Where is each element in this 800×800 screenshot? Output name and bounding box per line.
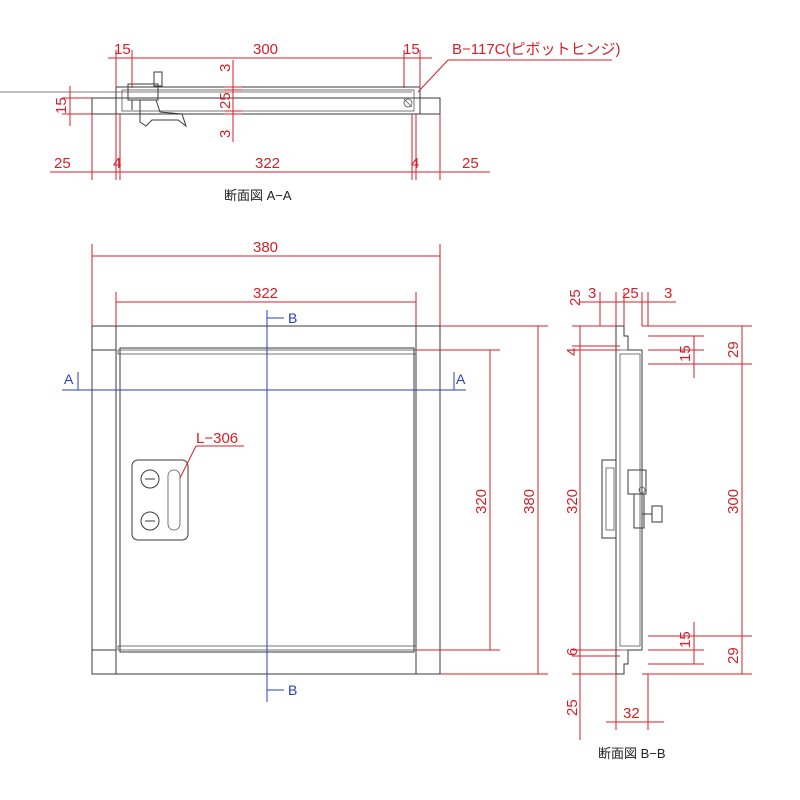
dim-aa-side: 15 (53, 97, 70, 114)
section-bb-title: 断面図 B−B (598, 746, 666, 761)
dim-bb-right-small-1: 15 (677, 345, 694, 362)
dim-bb-top-1: 25 (567, 289, 584, 306)
section-aa-title: 断面図 A−A (224, 188, 292, 203)
dim-aa-vert-1: 3 (217, 64, 234, 72)
dim-bb-right-outer-3: 29 (725, 647, 742, 664)
section-aa: 15 300 15 B−117C(ピボットヒンジ) 15 3 25 3 25 4… (0, 41, 621, 203)
dim-bb-top-3: 25 (622, 285, 639, 302)
dim-aa-bottom-1: 25 (54, 155, 71, 172)
dim-bb-left-1: 4 (564, 348, 581, 356)
dim-aa-bottom-5: 25 (462, 155, 479, 172)
section-b-top-label: B (288, 310, 297, 326)
dim-bb-top-2: 3 (588, 285, 596, 302)
dim-aa-top-left: 15 (114, 41, 131, 58)
dim-bb-right-outer-2: 300 (725, 489, 742, 514)
dim-aa-bottom-3: 322 (255, 155, 280, 172)
dim-bb-top-4: 3 (664, 285, 672, 302)
dim-width-inner: 322 (253, 285, 278, 302)
section-a-left-label: A (64, 371, 74, 387)
dim-aa-vert-2: 25 (217, 92, 234, 109)
dim-aa-bottom-2: 4 (113, 155, 121, 172)
dim-aa-top-right: 15 (403, 41, 420, 58)
dim-aa-vert-3: 3 (217, 130, 234, 138)
dim-bb-bottom: 32 (623, 705, 640, 722)
dim-bb-right-outer-1: 29 (725, 341, 742, 358)
section-a-right-label: A (456, 371, 466, 387)
section-b-bottom-label: B (288, 682, 297, 698)
dim-bb-left-4: 25 (564, 699, 581, 716)
dim-height-inner: 320 (473, 489, 490, 514)
hinge-label: B−117C(ピボットヒンジ) (452, 41, 621, 58)
lock-l306 (131, 459, 189, 541)
latch-mechanism (127, 71, 187, 128)
handle-bb (601, 459, 663, 539)
lock-label: L−306 (196, 430, 238, 447)
dim-height-outer: 380 (521, 489, 538, 514)
dim-width-outer: 380 (253, 239, 278, 256)
dim-aa-bottom-4: 4 (411, 155, 419, 172)
dim-aa-top-mid: 300 (253, 41, 278, 58)
front-view: L−306 380 322 320 380 B B A A (62, 239, 548, 702)
dim-bb-left-2: 320 (564, 489, 581, 514)
section-bb: 25 3 25 3 4 320 6 25 15 15 29 300 29 (564, 285, 752, 761)
dim-bb-right-small-2: 15 (677, 631, 694, 648)
dim-bb-left-3: 6 (564, 648, 581, 656)
